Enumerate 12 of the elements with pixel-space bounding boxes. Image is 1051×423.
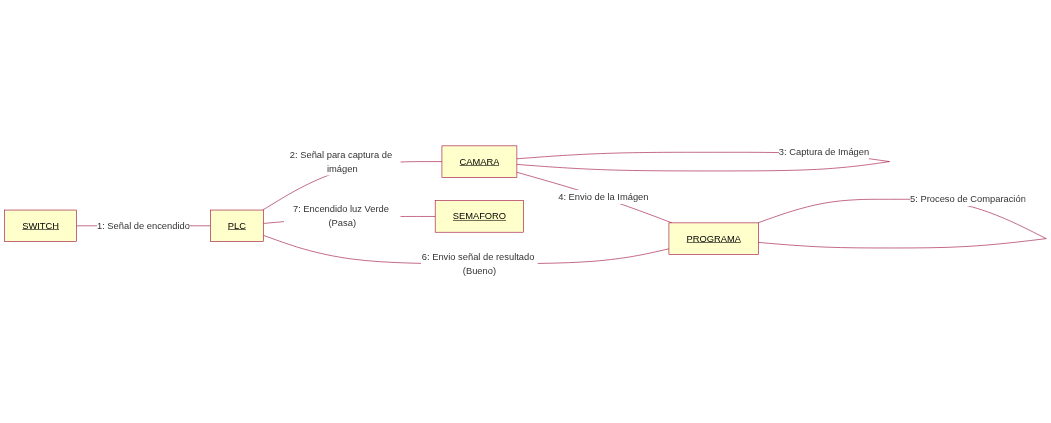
node-box: PLC	[210, 209, 264, 242]
node-box: PROGRAMA	[668, 222, 759, 255]
node-box: SWITCH	[4, 209, 77, 242]
edge-label: 6: Envio señal de resultado (Bueno)	[421, 251, 535, 276]
edge-label: 2: Señal para captura de imágen	[289, 149, 393, 174]
edge-label: 5: Proceso de Comparación	[910, 194, 1026, 204]
node-box: SEMAFORO	[434, 200, 524, 233]
edge-label: 7: Encendido luz Verde (Pasa)	[292, 204, 389, 229]
node-box: CAMARA	[441, 145, 518, 178]
edge-label: 1: Señal de encendido	[96, 220, 190, 231]
edge-label: 3: Captura de Imágen	[778, 147, 870, 157]
edge-label: 4: Envio de la Imágen	[558, 191, 649, 202]
